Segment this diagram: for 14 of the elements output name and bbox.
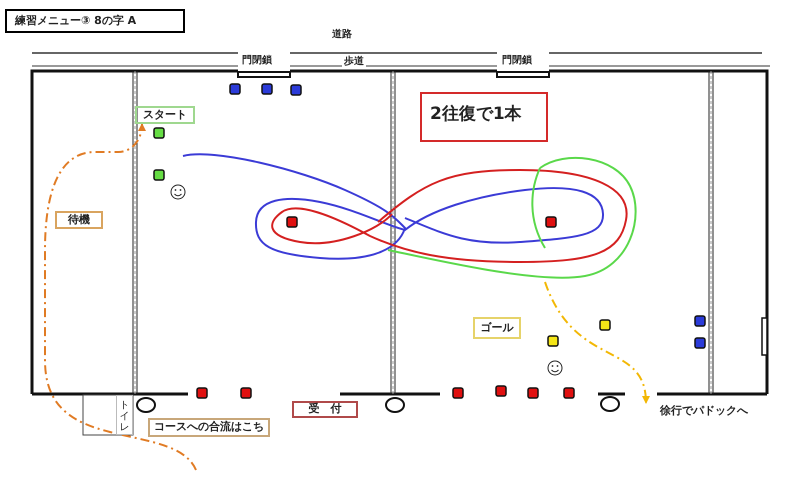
arrow [544, 282, 650, 404]
arrow [44, 123, 197, 470]
note-box: 2往復で1本 [420, 92, 548, 142]
waiting-label-box: 待機 [55, 211, 103, 229]
gate-label: 門閉鎖 [240, 53, 274, 68]
reception-label-box: 受 付 [292, 401, 358, 418]
goal-label-box: ゴール [473, 317, 521, 339]
exit-note-text: 徐行でパドックへ [640, 403, 790, 421]
start-label-box: スタート [135, 106, 195, 124]
toilet-label-box: トイレ [116, 395, 133, 435]
sidewalk-label: 歩道 [342, 54, 366, 69]
title-box: 練習メニュー③ 8の字 A [5, 9, 185, 33]
gate-label: 門閉鎖 [500, 53, 534, 68]
join-note-box: コースへの合流はこち [148, 418, 270, 437]
